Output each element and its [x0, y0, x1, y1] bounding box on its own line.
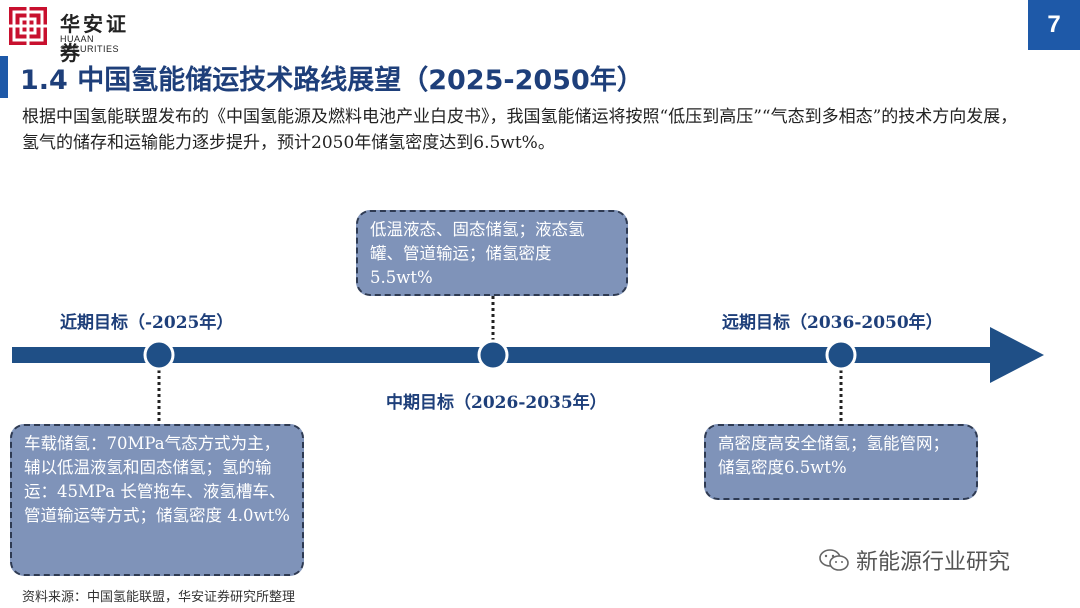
intro-paragraph: 根据中国氢能联盟发布的《中国氢能源及燃料电池产业白皮书》，我国氢能储运将按照“低… [22, 107, 1018, 153]
logo-mark-icon [9, 7, 47, 45]
far-node [825, 339, 857, 371]
timeline-arrowhead [990, 327, 1044, 383]
mid-node [477, 339, 509, 371]
page-number: 7 [1028, 0, 1080, 50]
far-term-box: 高密度高安全储氢；氢能管网；储氢密度6.5wt% [704, 424, 978, 500]
near-term-box: 车载储氢：70MPa气态方式为主，辅以低温液氢和固态储氢；氢的输运：45MPa … [10, 424, 304, 576]
near-node [143, 339, 175, 371]
mid-term-box: 低温液态、固态储氢；液态氢罐、管道输运；储氢密度5.5wt% [356, 210, 628, 296]
wechat-watermark: 新能源行业研究 [818, 544, 1010, 576]
far-term-label: 远期目标（2036-2050年） [722, 313, 943, 333]
company-logo: 华安证券 HUAAN SECURITIES [8, 6, 148, 65]
logo-chinese-name: 华安证券 [60, 12, 129, 65]
source-note: 资料来源：中国氢能联盟，华安证券研究所整理 [22, 590, 296, 605]
logo-english-name: HUAAN SECURITIES [60, 34, 120, 54]
near-term-label: 近期目标（-2025年） [60, 313, 234, 333]
mid-term-label: 中期目标（2026-2035年） [386, 393, 607, 413]
watermark-text: 新能源行业研究 [856, 550, 1011, 575]
wechat-icon [819, 549, 849, 571]
title-accent-bar [0, 56, 8, 98]
page-title: 1.4 中国氢能储运技术路线展望（2025-2050年） [20, 65, 644, 96]
